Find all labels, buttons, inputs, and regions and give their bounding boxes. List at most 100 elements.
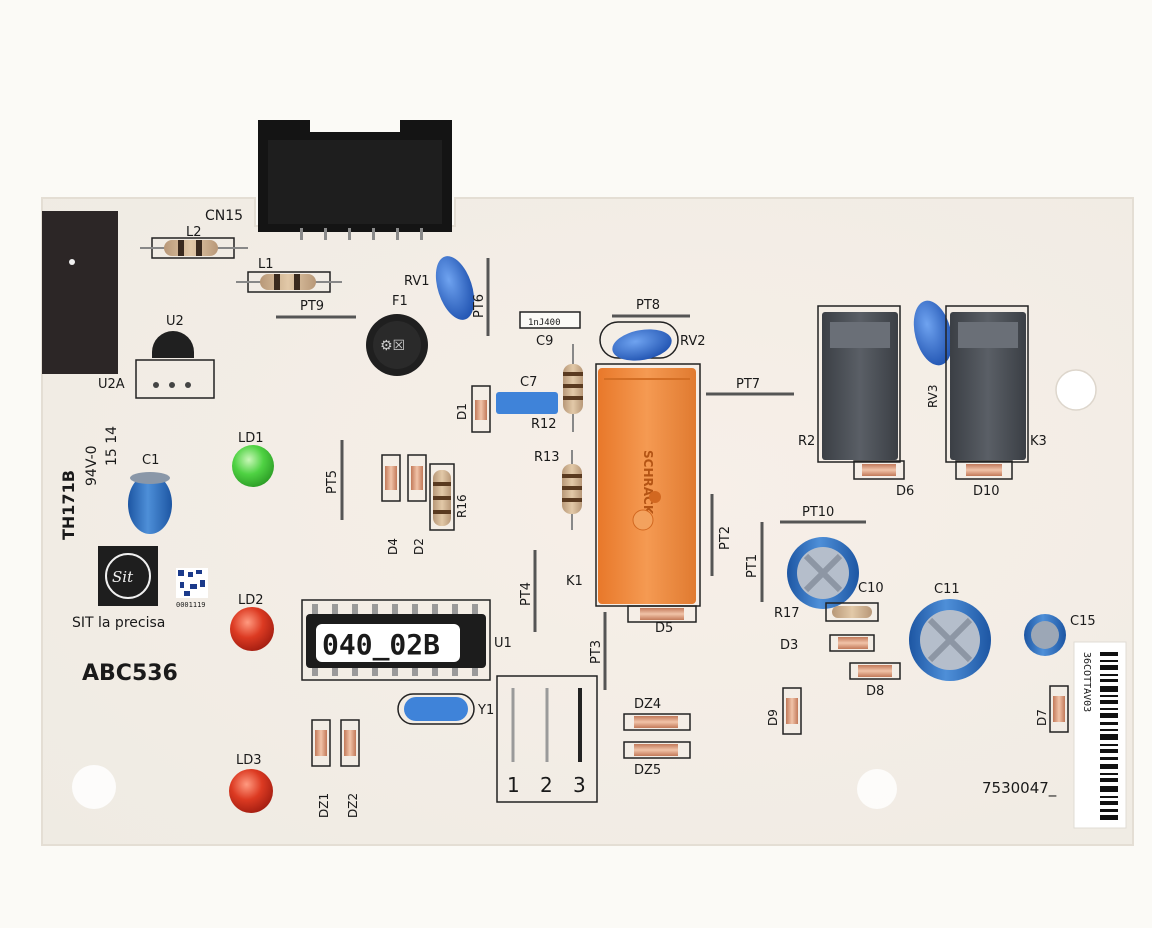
label-d4: D4 — [386, 538, 400, 555]
label-d5: D5 — [655, 621, 673, 636]
label-r13: R13 — [534, 450, 560, 465]
varistor-rv1 — [435, 256, 475, 320]
mounting-hole — [1055, 369, 1097, 411]
label-pt8: PT8 — [636, 298, 660, 313]
sit-logo — [98, 546, 158, 606]
label-pt7: PT7 — [736, 377, 760, 392]
rating-mark: TH171B — [59, 470, 78, 540]
datamatrix-code — [176, 568, 208, 598]
label-pt9: PT9 — [300, 299, 324, 314]
led-ld2 — [230, 607, 274, 651]
label-ld1: LD1 — [238, 431, 264, 446]
capacitor-c7 — [496, 392, 558, 414]
label-c11: C11 — [934, 582, 960, 597]
zener-dz4 — [634, 716, 678, 728]
varistor-rv2 — [612, 329, 672, 361]
label-dz1: DZ1 — [317, 793, 331, 818]
label-u2a: U2A — [98, 377, 125, 392]
part-number: ABC536 — [82, 661, 178, 686]
barcode-text: 36COTTAV03 — [1081, 652, 1092, 712]
label-ld2: LD2 — [238, 593, 264, 608]
label-c1: C1 — [142, 453, 159, 468]
zener-dz1 — [315, 730, 327, 756]
label-pt1: PT1 — [745, 554, 760, 578]
label-pt2: PT2 — [718, 526, 733, 550]
relay-k1 — [598, 368, 696, 604]
led-ld1 — [232, 445, 274, 487]
label-k3: K3 — [1030, 434, 1047, 449]
label-pt10: PT10 — [802, 505, 834, 520]
zener-dz5 — [634, 744, 678, 756]
label-d9: D9 — [766, 709, 780, 726]
label-l2: L2 — [186, 225, 202, 240]
sit-logo-letters: Sit — [112, 568, 134, 586]
label-c10: C10 — [858, 581, 884, 596]
label-dz2: DZ2 — [346, 793, 360, 818]
c9-marking: 1nJ400 — [528, 318, 561, 328]
diode-d7 — [1053, 696, 1065, 722]
pcb-board — [41, 197, 1134, 846]
relay-r2 — [822, 312, 898, 460]
label-cn15: CN15 — [205, 208, 243, 224]
label-k1: K1 — [566, 574, 583, 589]
diode-d3 — [838, 637, 868, 649]
label-d2: D2 — [412, 538, 426, 555]
datamatrix-text: 0001119 — [176, 601, 206, 609]
diode-d9 — [786, 698, 798, 724]
mounting-hole — [72, 765, 116, 809]
connector-cn15 — [258, 120, 452, 240]
diode-d1 — [475, 400, 487, 420]
pin-label-1: 1 — [507, 773, 520, 797]
resistor-r12 — [563, 364, 583, 414]
label-c15: C15 — [1070, 614, 1096, 629]
relay-k3 — [950, 312, 1026, 460]
diode-d6 — [862, 464, 896, 476]
label-r2: R2 — [798, 434, 815, 449]
diode-d10 — [966, 464, 1002, 476]
resistor-r17 — [832, 606, 872, 618]
diode-d4 — [385, 466, 397, 490]
barcode — [1073, 641, 1127, 829]
footprint-u2a — [135, 359, 215, 399]
label-ld3: LD3 — [236, 753, 262, 768]
pin-header — [496, 675, 598, 803]
label-f1: F1 — [392, 294, 408, 309]
label-c7: C7 — [520, 375, 537, 390]
label-d3: D3 — [780, 638, 798, 653]
transistor-u2 — [152, 331, 194, 358]
label-d1: D1 — [455, 403, 469, 420]
label-u2: U2 — [166, 314, 184, 329]
pin-label-2: 2 — [540, 773, 553, 797]
inductor-l1 — [236, 271, 342, 293]
svg-text:⚙☒: ⚙☒ — [380, 338, 405, 354]
label-l1: L1 — [258, 257, 274, 272]
capacitor-c1 — [128, 474, 172, 534]
label-pt5: PT5 — [325, 470, 340, 494]
label-d7: D7 — [1035, 709, 1049, 726]
label-rv3: RV3 — [926, 384, 940, 408]
serial-number: 7530047_ — [982, 779, 1057, 798]
led-ld3 — [229, 769, 273, 813]
label-d6: D6 — [896, 484, 914, 499]
label-pt4: PT4 — [519, 582, 534, 606]
chip-label: 040_02B — [322, 628, 440, 661]
label-rv1: RV1 — [404, 274, 430, 289]
label-y1: Y1 — [477, 703, 494, 718]
label-d8: D8 — [866, 684, 884, 699]
zener-dz2 — [344, 730, 356, 756]
capacitor-c9 — [519, 311, 581, 329]
label-r12: R12 — [531, 417, 557, 432]
label-r16: R16 — [455, 494, 469, 518]
label-dz4: DZ4 — [634, 697, 661, 712]
crystal-y1 — [404, 697, 468, 721]
label-rv2: RV2 — [680, 334, 706, 349]
diode-d5 — [640, 608, 684, 620]
label-r17: R17 — [774, 606, 800, 621]
label-dz5: DZ5 — [634, 763, 661, 778]
diode-d2 — [411, 466, 423, 490]
black-label-patch — [42, 211, 118, 374]
label-pt3: PT3 — [589, 640, 604, 664]
manufacturer-text: SIT la precisa — [72, 615, 165, 631]
pin-label-3: 3 — [573, 773, 586, 797]
